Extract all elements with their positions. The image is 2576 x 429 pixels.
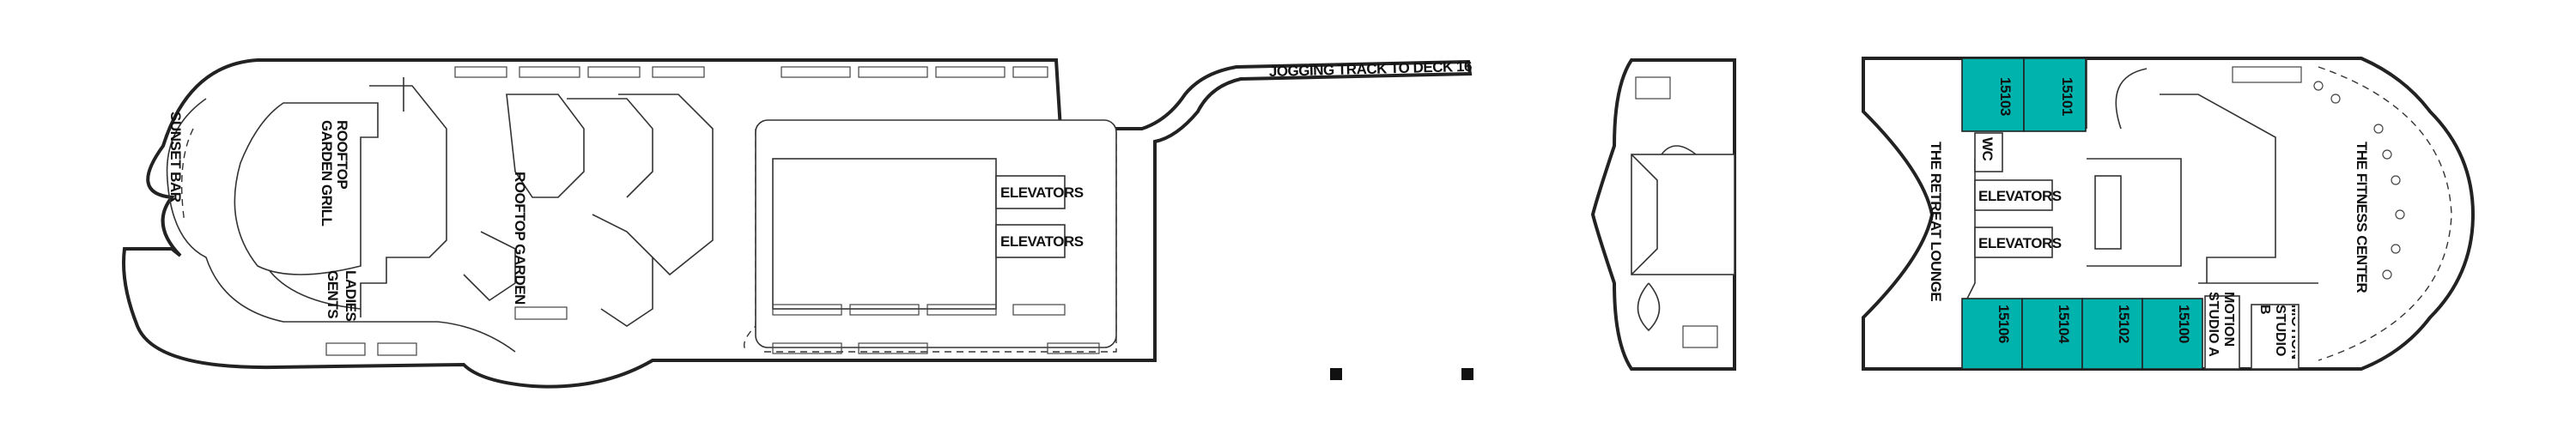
fitness-equipment — [2232, 66, 2405, 280]
elevators-forward-2-label: ELEVATORS — [1978, 235, 2062, 251]
gents-restroom-label: GENTS — [325, 270, 341, 318]
motion-studio-b-room — [2251, 304, 2300, 370]
midship-stairs — [1631, 145, 1697, 332]
motion-studio-b-label-wrap: MOTION STUDIO B — [2257, 305, 2295, 360]
cabin-15102[interactable] — [2081, 298, 2143, 370]
retreat-lounge-label: THE RETREAT LOUNGE — [1928, 142, 1944, 301]
cabin-number: 15102 — [2116, 305, 2132, 343]
motion-studio-b-label: MOTION STUDIO B — [2257, 305, 2295, 360]
elevators-aft-2-label: ELEVATORS — [1000, 233, 1084, 250]
sunset-bar-label: SUNSET BAR — [167, 112, 184, 202]
forward-section: 15103 15101 15106 15104 15102 15100 THE … — [1862, 57, 2476, 371]
rooftop-garden-grill-label-line2: GARDEN GRILL — [319, 120, 335, 227]
cabin-15100[interactable] — [2142, 298, 2203, 370]
cabin-15104[interactable] — [2021, 298, 2083, 370]
wc-label: WC — [1979, 137, 1996, 161]
motion-studio-a-label: MOTION STUDIO A — [2206, 292, 2236, 357]
elevators-forward-1-box — [1974, 179, 2053, 211]
forward-interior-walls — [1965, 58, 2318, 301]
cabin-number: 15106 — [1996, 305, 2012, 343]
marker-square — [1461, 368, 1473, 380]
fitness-center-walkway — [2318, 66, 2452, 361]
elevators-aft-1-label: ELEVATORS — [1000, 184, 1084, 201]
cabins-top: 15103 15101 — [1961, 57, 2087, 132]
cabin-15106[interactable] — [1961, 298, 2023, 370]
elevators-aft-2-box — [995, 224, 1066, 258]
cabin-15103[interactable] — [1961, 57, 2025, 132]
forward-stairwell — [2094, 175, 2122, 250]
ladies-restroom-label: LADIES — [343, 270, 359, 322]
aft-pool-area — [234, 102, 379, 275]
cabin-number: 15101 — [2059, 77, 2075, 116]
aft-grill-divider — [360, 85, 447, 317]
elevators-forward-1-label: ELEVATORS — [1978, 188, 2062, 204]
aft-inner-room — [772, 158, 997, 310]
midship-furniture — [1635, 76, 1671, 100]
elevators-aft-1-box — [995, 175, 1066, 209]
elevators-forward-2-box — [1974, 227, 2053, 258]
cabin-15101[interactable] — [2023, 57, 2087, 132]
cabin-number: 15104 — [2056, 305, 2072, 344]
cabins-bottom: 15106 15104 15102 15100 — [1961, 298, 2203, 370]
aft-section: SUNSET BAR ROOFTOP GARDEN GRILL LADIES G… — [122, 58, 1473, 389]
rooftop-garden-grill-label-line1: ROOFTOP — [334, 120, 350, 189]
aft-deck-chairs — [325, 66, 1100, 356]
forward-hull-outline — [1862, 57, 2476, 371]
motion-studio-a-label-wrap: MOTION STUDIO A — [2206, 292, 2236, 357]
motion-studio-a-room — [2204, 295, 2240, 370]
marker-square — [1330, 368, 1342, 380]
jogging-track-label: JOGGING TRACK TO DECK 16 — [1269, 58, 1473, 80]
midship-core — [1631, 154, 1735, 275]
cabin-number: 15103 — [1997, 77, 2014, 116]
rooftop-garden-planters — [463, 94, 714, 327]
midship-section — [1590, 58, 1736, 371]
rooftop-garden-label: ROOFTOP GARDEN — [512, 172, 528, 305]
wc-room — [1974, 132, 2003, 172]
fitness-center-label: THE FITNESS CENTER — [2354, 142, 2370, 293]
midship-furniture — [1682, 325, 1718, 348]
cabin-number: 15100 — [2176, 305, 2192, 343]
